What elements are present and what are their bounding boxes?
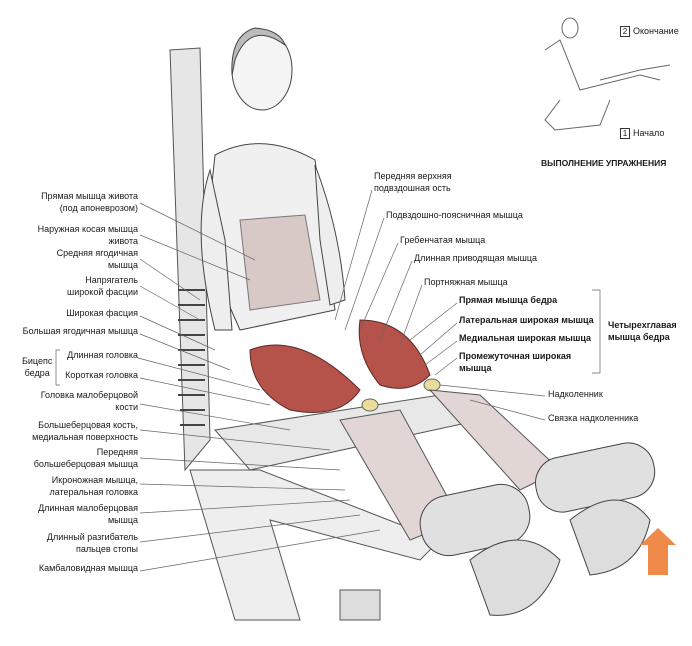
thigh-muscle-left <box>249 344 361 413</box>
label-line: Медиальная широкая мышца <box>459 333 591 343</box>
label-line: живота <box>108 236 138 246</box>
machine-frame <box>189 469 441 621</box>
label-line: Латеральная широкая мышца <box>459 315 594 325</box>
label-line: Короткая головка <box>65 370 138 380</box>
label-fibula-head: Головка малоберцовой кости <box>41 389 138 413</box>
label-line: Средняя ягодичная <box>56 248 138 258</box>
label-line: Портняжная мышца <box>424 277 508 287</box>
step-number-badge: 1 <box>620 128 630 139</box>
label-line: Подвздошно-поясничная мышца <box>386 210 523 220</box>
label-sartorius: Портняжная мышца <box>424 276 508 288</box>
direction-arrow <box>640 528 676 575</box>
label-line: мышца <box>459 363 492 373</box>
label-line: Передняя верхняя <box>374 171 452 181</box>
label-gluteus-medius: Средняя ягодичная мышца <box>57 247 138 271</box>
label-line: Широкая фасция <box>66 308 138 318</box>
roller-pad-front <box>419 483 531 557</box>
label-line: Прямая мышца живота <box>41 191 138 201</box>
label-line: Икроножная мышца, <box>51 475 138 485</box>
label-line: мышца бедра <box>608 332 670 342</box>
label-line: Большая ягодичная мышца <box>22 326 138 336</box>
label-vastus-intermedius: Промежуточная широкая мышца <box>459 350 571 374</box>
inset-title: ВЫПОЛНЕНИЕ УПРАЖНЕНИЯ <box>541 158 667 168</box>
label-text: Окончание <box>633 26 679 36</box>
label-line: Гребенчатая мышца <box>400 235 486 245</box>
label-extensor-digitorum-longus: Длинный разгибатель пальцев стопы <box>47 531 138 555</box>
label-line: Прямая мышца бедра <box>459 295 558 305</box>
label-line: пальцев стопы <box>75 544 138 554</box>
label-biceps-long-head: Длинная головка <box>67 349 138 361</box>
label-tibia-medial-surface: Большеберцовая кость, медиальная поверхно… <box>32 419 138 443</box>
label-external-oblique: Наружная косая мышца живота <box>38 223 138 247</box>
step-number-badge: 2 <box>620 26 630 37</box>
label-line: Камбаловидная мышца <box>38 563 138 573</box>
label-line: Связка надколенника <box>548 413 639 423</box>
label-biceps-short-head: Короткая головка <box>65 369 138 381</box>
label-text: Начало <box>633 128 665 138</box>
foot-left <box>469 539 561 616</box>
label-fascia-lata: Широкая фасция <box>66 307 138 319</box>
label-line: Наружная косая мышца <box>37 224 138 234</box>
foot-right <box>569 499 651 576</box>
label-line: (под апоневрозом) <box>59 203 138 213</box>
label-line: Напрягатель <box>85 275 138 285</box>
label-adductor-longus: Длинная приводящая мышца <box>414 252 537 264</box>
label-tensor-fasciae-latae: Напрягатель широкой фасции <box>67 274 138 298</box>
label-patella: Надколенник <box>548 388 603 400</box>
label-quadriceps-group: Четырехглавая мышца бедра <box>608 319 677 343</box>
label-line: Промежуточная широкая <box>459 351 572 361</box>
label-line: Головка малоберцовой <box>40 390 138 400</box>
label-vastus-lateralis: Латеральная широкая мышца <box>459 314 594 326</box>
label-patellar-ligament: Связка надколенника <box>548 412 638 424</box>
thigh-muscle-right <box>358 319 431 389</box>
label-line: латеральная головка <box>49 487 138 497</box>
label-line: бедра <box>24 368 50 378</box>
machine-base <box>339 589 381 621</box>
label-line: мышца <box>107 260 138 270</box>
label-line: большеберцовая мышца <box>33 459 138 469</box>
label-line: Длинная головка <box>67 350 138 360</box>
label-vastus-medialis: Медиальная широкая мышца <box>459 332 591 344</box>
label-rectus-abdominis: Прямая мышца живота (под апоневрозом) <box>41 190 138 214</box>
label-iliopsoas: Подвздошно-поясничная мышца <box>386 209 523 221</box>
label-gluteus-maximus: Большая ягодичная мышца <box>23 325 138 337</box>
label-peroneus-longus: Длинная малоберцовая мышца <box>38 502 138 526</box>
label-line: Надколенник <box>548 389 603 399</box>
patella <box>423 378 441 392</box>
label-rectus-femoris: Прямая мышца бедра <box>459 294 557 306</box>
label-line: Длинная приводящая мышца <box>414 253 538 263</box>
label-line: Большеберцовая кость, <box>38 420 138 430</box>
arm-right <box>314 164 346 306</box>
label-gastrocnemius-lateral: Икроножная мышца, латеральная головка <box>49 474 138 498</box>
label-line: Бицепс <box>22 356 53 366</box>
label-pectineus: Гребенчатая мышца <box>400 234 485 246</box>
label-line: Передняя <box>96 447 138 457</box>
label-line: Длинный разгибатель <box>46 532 138 542</box>
label-line: Длинная малоберцовая <box>38 503 138 513</box>
label-tibialis-anterior: Передняя большеберцовая мышца <box>34 446 138 470</box>
patella <box>361 398 379 412</box>
label-line: Четырехглавая <box>608 320 677 330</box>
label-line: кости <box>115 402 138 412</box>
label-line: медиальная поверхность <box>32 432 138 442</box>
label-anterior-superior-iliac-spine: Передняя верхняя подвздошная ость <box>374 170 452 194</box>
arm-left <box>200 168 233 331</box>
label-soleus: Камбаловидная мышца <box>39 562 138 574</box>
hair <box>231 27 286 76</box>
abdomen-muscles <box>239 214 321 311</box>
label-line: мышца <box>107 515 138 525</box>
leader-lines <box>55 189 601 572</box>
label-line: подвздошная ость <box>374 183 451 193</box>
label-biceps-femoris-group: Бицепс бедра <box>22 355 52 379</box>
inset-illustration <box>544 17 671 131</box>
label-line: широкой фасции <box>67 287 138 297</box>
